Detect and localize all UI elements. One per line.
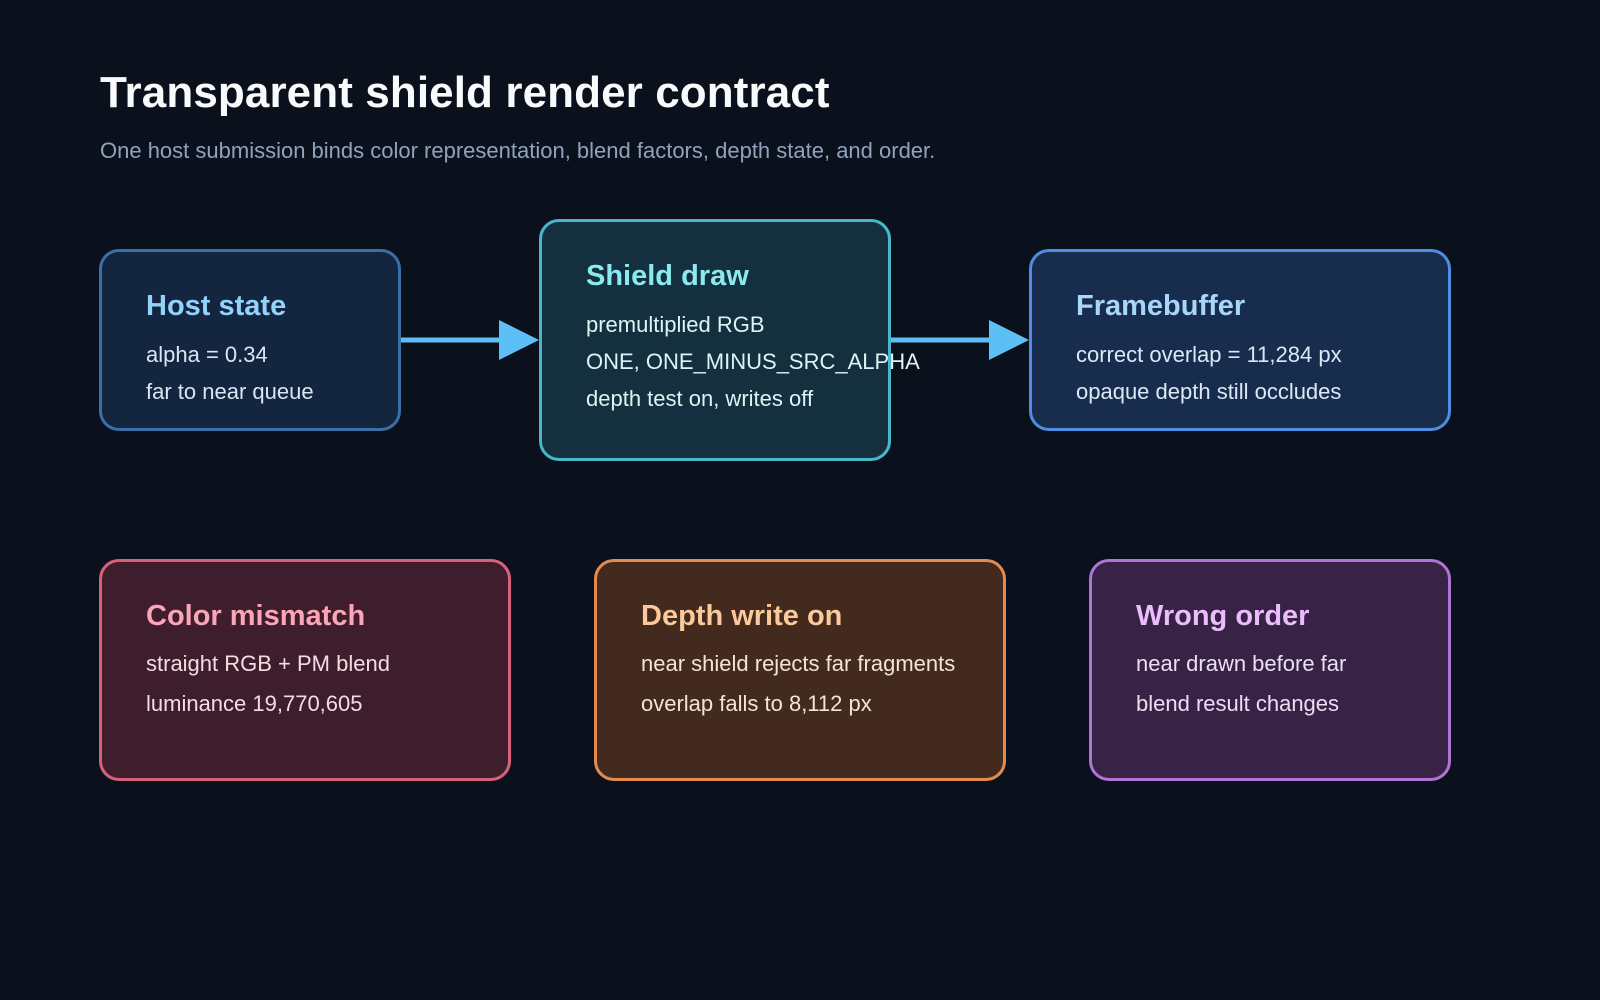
framebuffer-lines: correct overlap = 11,284 px opaque depth… (1076, 336, 1448, 410)
wrong-order-line: near drawn before far (1136, 651, 1347, 676)
arrow-host-to-shield-head (499, 320, 539, 360)
framebuffer-line: correct overlap = 11,284 px (1076, 342, 1342, 367)
host-state-line: far to near queue (146, 379, 314, 404)
color-mismatch-title: Color mismatch (146, 600, 366, 632)
host-state-line: alpha = 0.34 (146, 342, 268, 367)
shield-draw-title: Shield draw (586, 260, 749, 292)
depth-write-on-lines: near shield rejects far fragments overla… (641, 644, 1003, 724)
shield-draw-lines: premultiplied RGB ONE, ONE_MINUS_SRC_ALP… (586, 306, 920, 417)
color-mismatch-lines: straight RGB + PM blend luminance 19,770… (146, 644, 508, 724)
color-mismatch-card: Color mismatch straight RGB + PM blend l… (99, 559, 511, 781)
host-state-node: Host state alpha = 0.34 far to near queu… (99, 249, 401, 431)
framebuffer-node: Framebuffer correct overlap = 11,284 px … (1029, 249, 1451, 431)
wrong-order-card: Wrong order near drawn before far blend … (1089, 559, 1451, 781)
host-state-lines: alpha = 0.34 far to near queue (146, 336, 398, 410)
page-title: Transparent shield render contract (100, 68, 830, 117)
page-subtitle: One host submission binds color represen… (100, 138, 936, 163)
color-mismatch-line: luminance 19,770,605 (146, 691, 363, 716)
arrow-shield-to-framebuffer-head (989, 320, 1029, 360)
arrow-host-to-shield (401, 320, 539, 360)
shield-draw-line: ONE, ONE_MINUS_SRC_ALPHA (586, 349, 920, 374)
color-mismatch-line: straight RGB + PM blend (146, 651, 390, 676)
depth-write-on-card: Depth write on near shield rejects far f… (594, 559, 1006, 781)
wrong-order-line: blend result changes (1136, 691, 1340, 716)
shield-draw-line: depth test on, writes off (586, 386, 814, 411)
wrong-order-lines: near drawn before far blend result chang… (1136, 644, 1448, 724)
framebuffer-title: Framebuffer (1076, 290, 1246, 322)
depth-write-on-line: near shield rejects far fragments (641, 651, 956, 676)
shield-draw-line: premultiplied RGB (586, 312, 765, 337)
depth-write-on-line: overlap falls to 8,112 px (641, 691, 872, 716)
framebuffer-line: opaque depth still occludes (1076, 379, 1342, 404)
shield-draw-node: Shield draw premultiplied RGB ONE, ONE_M… (539, 219, 920, 461)
depth-write-on-title: Depth write on (641, 600, 843, 632)
host-state-title: Host state (146, 290, 287, 322)
wrong-order-title: Wrong order (1136, 600, 1310, 632)
